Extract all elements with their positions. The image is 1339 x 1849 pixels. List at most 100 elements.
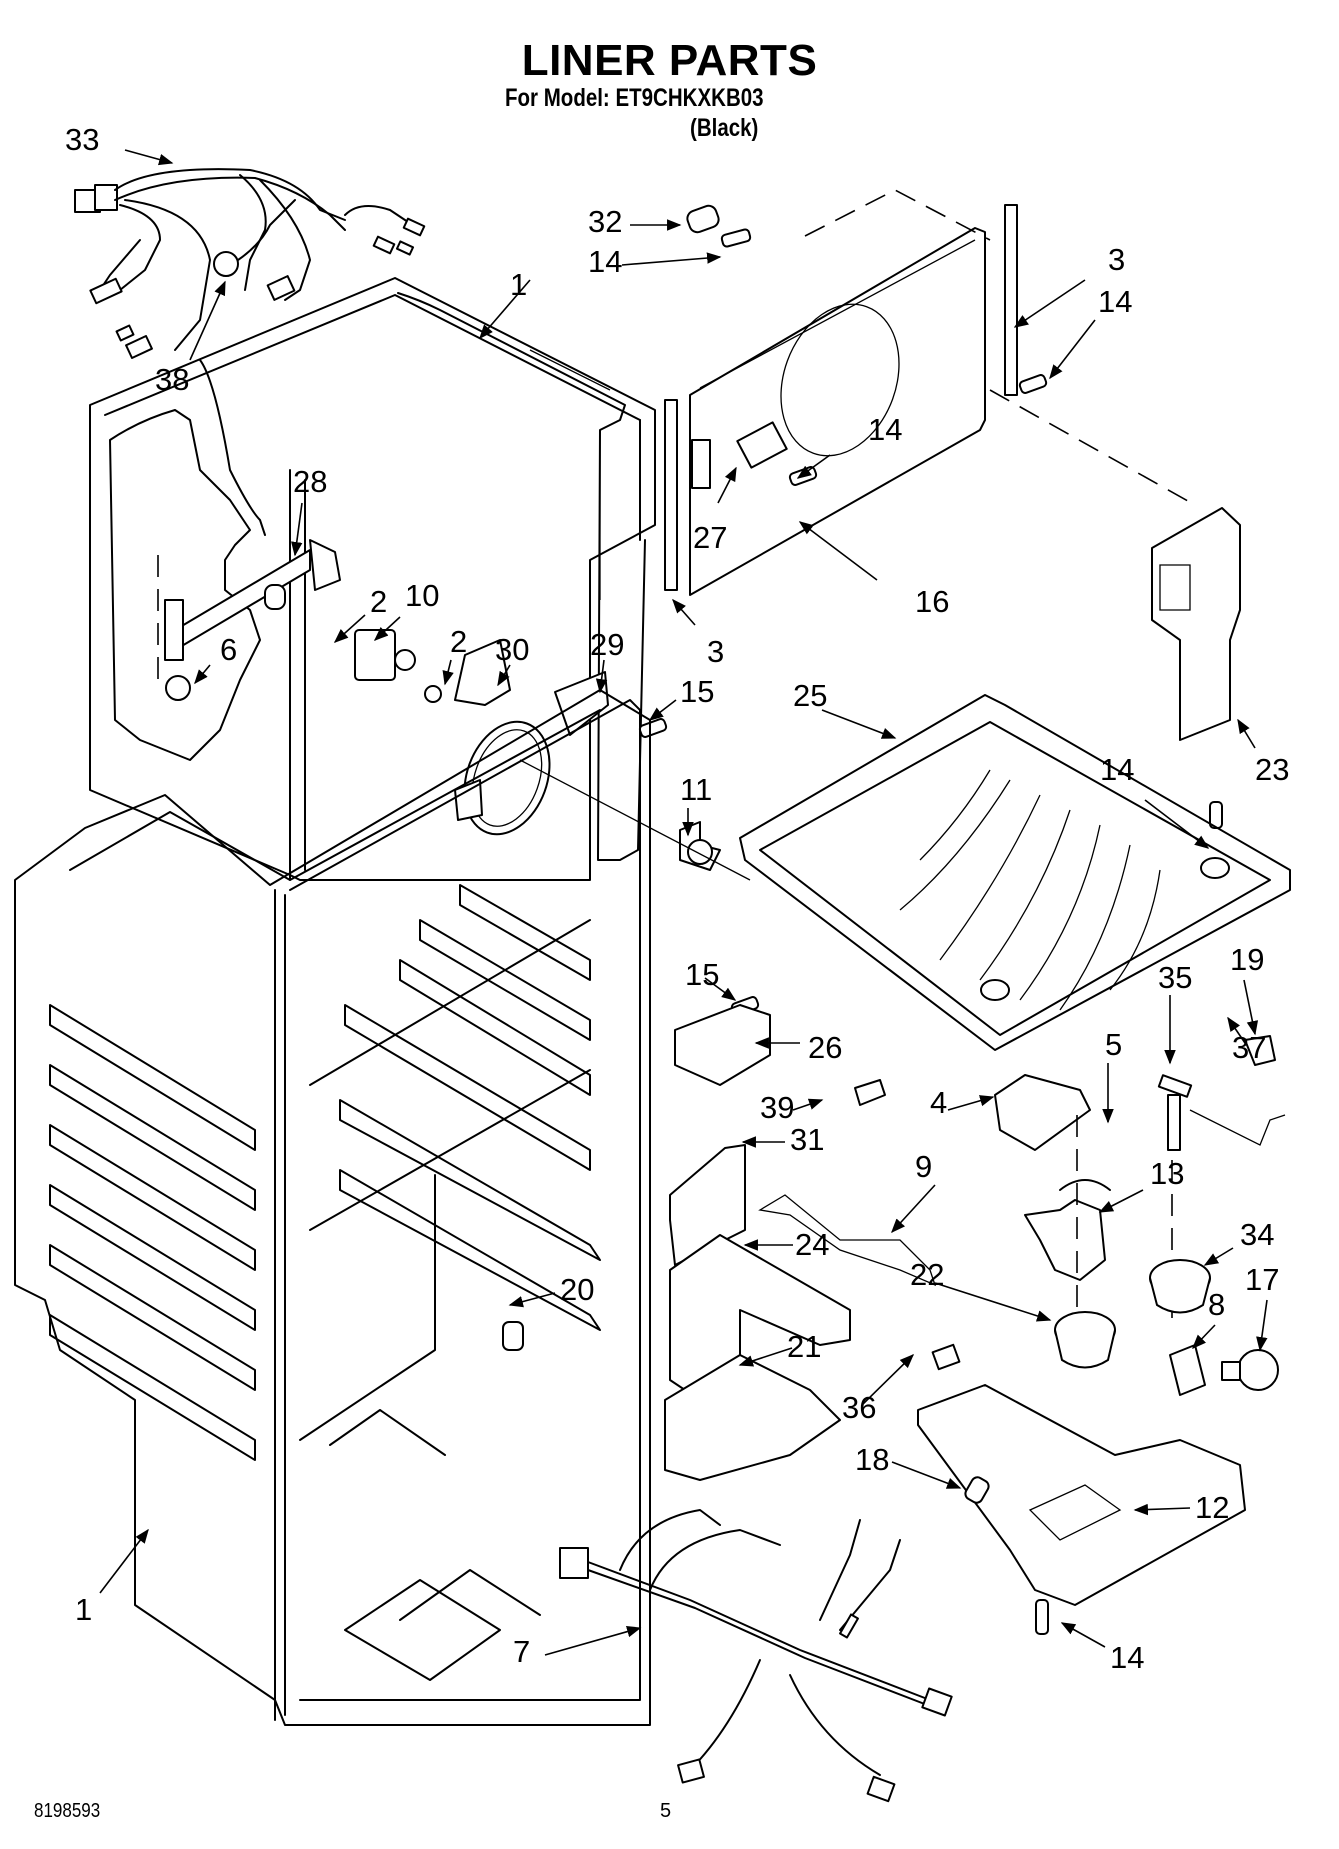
callout-leader-39: [793, 1098, 824, 1110]
callout-leader-12: [1133, 1503, 1190, 1516]
callout-leader-29: [595, 660, 608, 694]
callout-label-8: 8: [1208, 1287, 1225, 1322]
callout-label-34: 34: [1240, 1217, 1274, 1252]
callout-label-5: 5: [1105, 1027, 1122, 1062]
callout-leader-13: [1098, 1190, 1143, 1212]
callout-label-15: 15: [685, 957, 719, 992]
callout-label-31: 31: [790, 1122, 824, 1157]
callout-label-26: 26: [808, 1030, 842, 1065]
model-number: For Model: ET9CHKXKB03: [505, 84, 764, 112]
callout-label-14: 14: [1100, 752, 1134, 787]
callout-label-20: 20: [560, 1272, 594, 1307]
callout-leader-1: [100, 1528, 149, 1593]
callout-label-17: 17: [1245, 1262, 1279, 1297]
freezer-floor: [740, 695, 1290, 1050]
callout-label-39: 39: [760, 1090, 794, 1125]
callout-label-37: 37: [1232, 1030, 1266, 1065]
callout-leader-30: [497, 665, 510, 687]
callout-leader-14: [1049, 320, 1095, 380]
callout-label-16: 16: [915, 584, 949, 619]
callout-leader-15: [648, 700, 676, 721]
lower-wire-harness: [560, 1510, 952, 1801]
callout-label-3: 3: [1108, 242, 1125, 277]
callout-label-21: 21: [787, 1329, 821, 1364]
callout-leader-25: [822, 710, 897, 738]
page-number: 5: [660, 1800, 672, 1822]
callout-label-13: 13: [1150, 1156, 1184, 1191]
callout-label-22: 22: [910, 1257, 944, 1292]
callout-label-10: 10: [405, 578, 439, 613]
callout-leader-28: [291, 503, 302, 557]
callout-label-6: 6: [220, 632, 237, 667]
callout-label-2: 2: [370, 584, 387, 619]
callout-label-24: 24: [795, 1227, 829, 1262]
callout-label-1: 1: [510, 267, 527, 302]
callout-label-1: 1: [75, 1592, 92, 1627]
callout-label-11: 11: [680, 772, 712, 807]
callout-label-18: 18: [855, 1442, 889, 1477]
air-duct: [1152, 508, 1240, 740]
callout-leader-4: [948, 1095, 995, 1110]
control-components: [665, 1005, 1285, 1480]
callout-label-25: 25: [793, 678, 827, 713]
callout-leader-14: [796, 455, 830, 479]
callout-label-4: 4: [930, 1085, 947, 1120]
callout-leader-14: [622, 252, 722, 265]
evaporator-cover: [665, 190, 1195, 595]
model-color: (Black): [690, 114, 759, 142]
callout-leader-1: [479, 280, 530, 340]
callout-label-12: 12: [1195, 1490, 1229, 1525]
callout-leader-36: [862, 1353, 915, 1405]
callout-leader-14: [1145, 800, 1210, 849]
freezer-liner: [90, 278, 655, 880]
callout-leader-20: [508, 1293, 555, 1308]
callout-label-7: 7: [513, 1634, 530, 1669]
callout-leader-14: [1060, 1622, 1105, 1647]
callout-leader-19: [1244, 980, 1259, 1036]
callout-label-33: 33: [65, 122, 99, 157]
callout-leader-37: [1227, 1016, 1245, 1043]
callout-leader-10: [373, 617, 400, 641]
callout-leaders: [100, 150, 1267, 1655]
callout-leader-2: [442, 660, 454, 686]
callout-leader-23: [1237, 718, 1255, 748]
callout-label-23: 23: [1255, 752, 1289, 787]
callout-leader-15: [705, 978, 737, 1001]
callout-leader-21: [738, 1348, 792, 1367]
callout-label-38: 38: [155, 362, 189, 397]
callout-leader-34: [1203, 1248, 1233, 1266]
callout-leader-3: [1013, 280, 1085, 328]
callout-label-14: 14: [1110, 1640, 1144, 1675]
callout-leader-6: [194, 665, 210, 685]
upper-wire-harness: [75, 169, 424, 358]
callout-label-29: 29: [590, 627, 624, 662]
callout-leader-18: [892, 1462, 962, 1489]
callout-leader-38: [190, 280, 225, 360]
callout-label-30: 30: [495, 632, 529, 667]
control-housing: [918, 1260, 1278, 1605]
callout-label-19: 19: [1230, 942, 1264, 977]
page-title: LINER PARTS: [521, 36, 818, 85]
callout-leader-3: [672, 598, 695, 625]
callout-label-32: 32: [588, 204, 622, 239]
callout-label-28: 28: [293, 464, 327, 499]
document-number: 8198593: [34, 1800, 101, 1822]
callout-leader-7: [545, 1626, 642, 1655]
callout-label-14: 14: [588, 244, 622, 279]
callout-leader-16: [798, 521, 877, 580]
callout-label-14: 14: [868, 412, 902, 447]
callout-leader-17: [1256, 1300, 1267, 1352]
callout-leader-22: [935, 1283, 1052, 1322]
callout-label-2: 2: [450, 624, 467, 659]
callout-label-35: 35: [1158, 960, 1192, 995]
callout-label-15: 15: [680, 674, 714, 709]
callout-leader-9: [891, 1185, 935, 1234]
callout-label-14: 14: [1098, 284, 1132, 319]
callout-leader-2: [333, 615, 365, 643]
callout-label-36: 36: [842, 1390, 876, 1425]
callout-label-27: 27: [693, 520, 727, 555]
callout-label-9: 9: [915, 1149, 932, 1184]
callout-leader-8: [1192, 1325, 1215, 1350]
